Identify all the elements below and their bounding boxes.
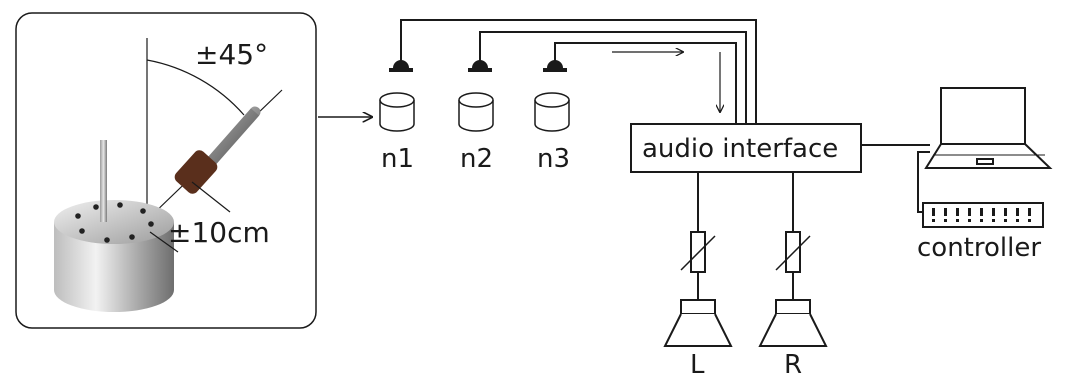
node-n3: n3 <box>534 60 570 174</box>
mic-capsule <box>174 150 218 194</box>
node-n1-label: n1 <box>381 144 414 174</box>
audio-interface: audio interface <box>630 123 862 173</box>
node-n1: n1 <box>379 60 415 174</box>
microphone <box>149 106 261 253</box>
node-cables <box>400 19 757 124</box>
audio-interface-box <box>630 123 862 173</box>
laptop-icon <box>924 87 1053 169</box>
center-rod <box>100 140 107 222</box>
node-n3-label: n3 <box>537 144 570 174</box>
left-speaker-icon <box>663 299 733 347</box>
node-n2: n2 <box>458 60 494 174</box>
node-n2-label: n2 <box>460 144 493 174</box>
cable-n1 <box>400 19 757 124</box>
angle-arc <box>146 59 245 116</box>
cylinder-holes <box>75 202 154 243</box>
signal-flow-arrows <box>612 52 720 112</box>
audio-interface-label: audio interface <box>642 134 838 164</box>
device-inset: ±45° ±10cm <box>15 12 317 329</box>
distance-tick-line <box>149 231 179 253</box>
cable-n2 <box>479 31 747 124</box>
controller-label: controller <box>917 233 1041 263</box>
right-speaker-label: R <box>784 350 802 375</box>
cable-n3 <box>554 42 737 124</box>
right-speaker-icon <box>758 299 828 347</box>
left-speaker-label: L <box>690 350 705 375</box>
output-chain-right: R <box>758 172 828 380</box>
controller-device: controller <box>917 202 1044 263</box>
distance-label: ±10cm <box>168 216 270 249</box>
distance-indicator-line <box>191 181 231 213</box>
angle-label: ±45° <box>195 38 268 71</box>
controller-sliders <box>932 208 1031 222</box>
cylinder-base <box>54 140 174 312</box>
output-chain-left: L <box>663 172 733 380</box>
